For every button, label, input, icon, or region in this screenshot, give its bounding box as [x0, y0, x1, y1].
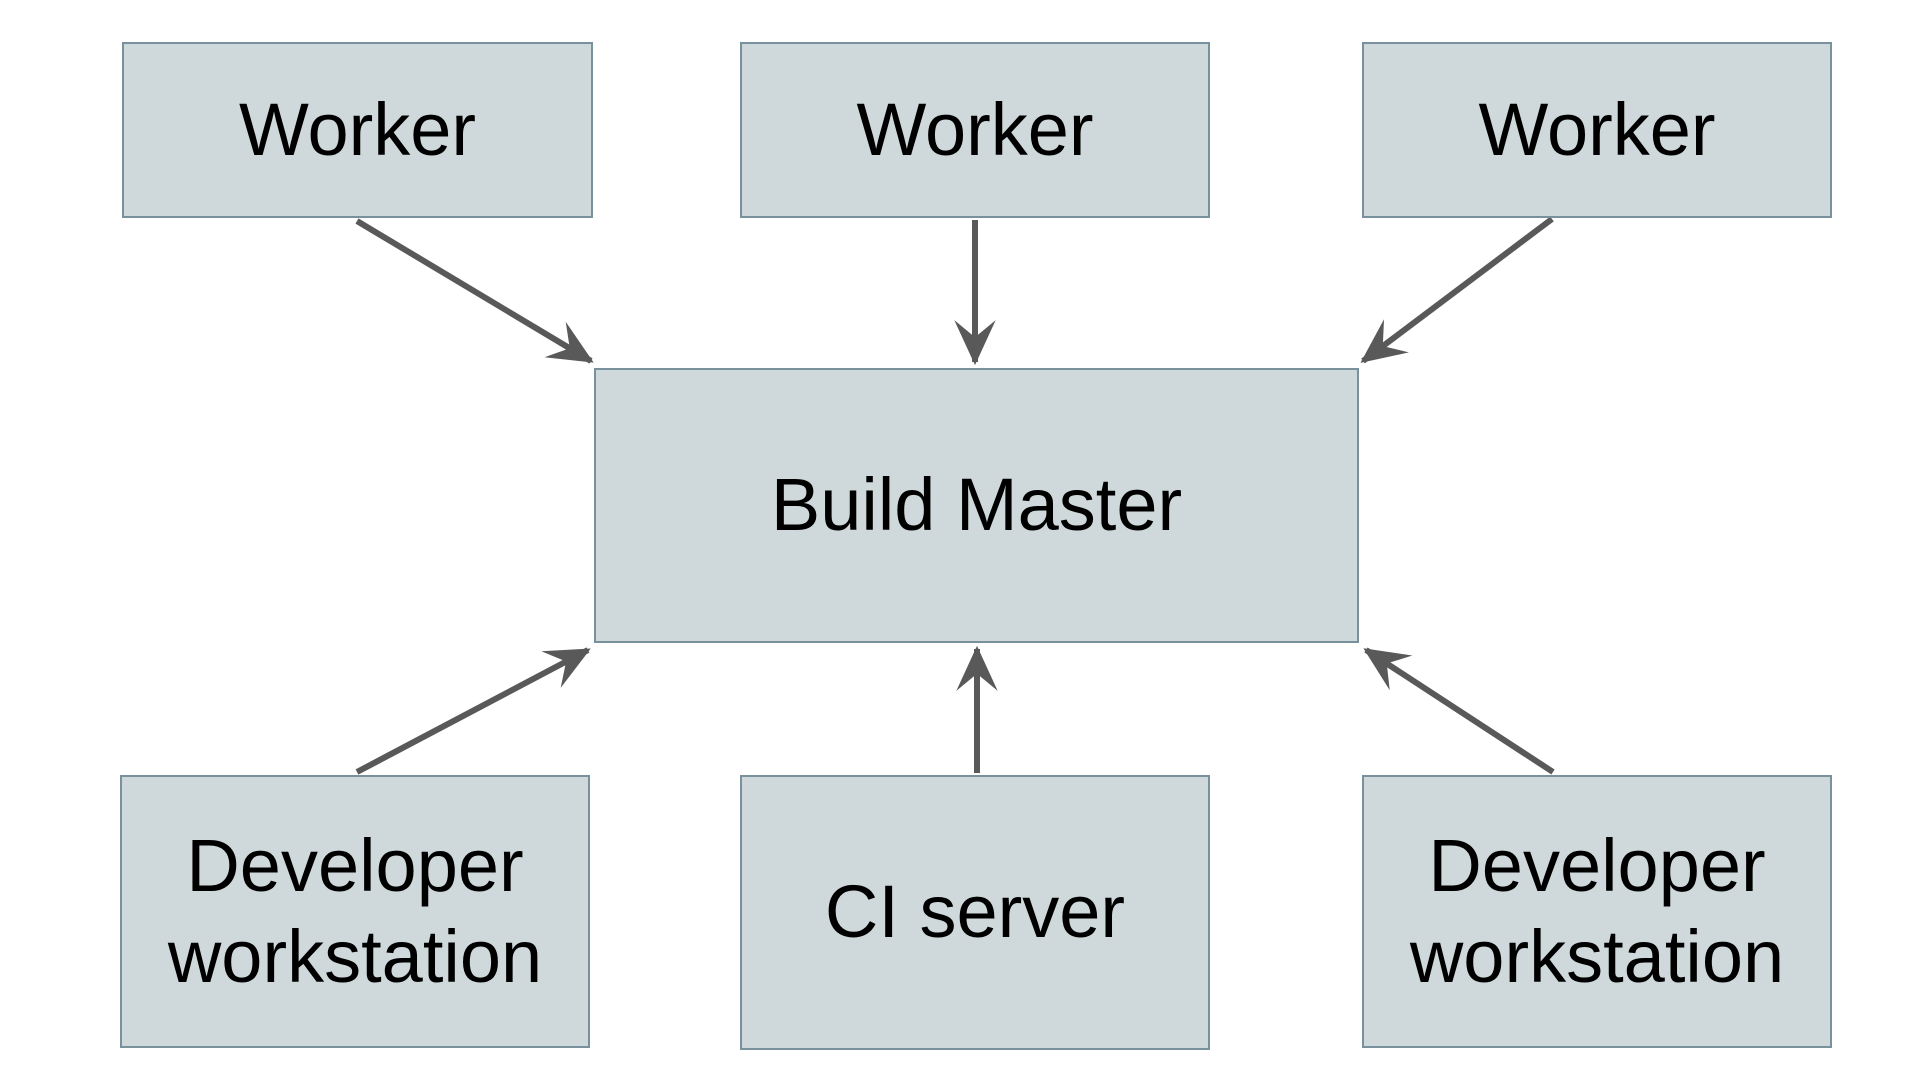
arrow-developer-workstation-2-to-build-master	[1363, 647, 1555, 775]
node-developer-workstation-2: Developer workstation	[1362, 775, 1832, 1048]
node-label-worker-2: Worker	[856, 87, 1094, 171]
node-build-master: Build Master	[594, 368, 1359, 643]
node-label-build-master: Build Master	[770, 463, 1183, 547]
node-label-developer-workstation-2: Developer workstation	[1409, 824, 1785, 998]
node-developer-workstation-1: Developer workstation	[120, 775, 590, 1048]
node-worker-3: Worker	[1362, 42, 1832, 218]
node-label-developer-workstation-1: Developer workstation	[167, 824, 543, 998]
node-worker-1: Worker	[122, 42, 593, 218]
arrow-developer-workstation-1-to-build-master	[355, 647, 591, 775]
node-ci-server: CI server	[740, 775, 1210, 1050]
node-label-worker-1: Worker	[238, 87, 477, 171]
node-label-ci-server: CI server	[824, 870, 1126, 954]
node-worker-2: Worker	[740, 42, 1210, 218]
arrow-worker-1-to-build-master	[355, 218, 594, 364]
node-label-worker-3: Worker	[1478, 87, 1716, 171]
arrow-worker-3-to-build-master	[1360, 216, 1554, 364]
